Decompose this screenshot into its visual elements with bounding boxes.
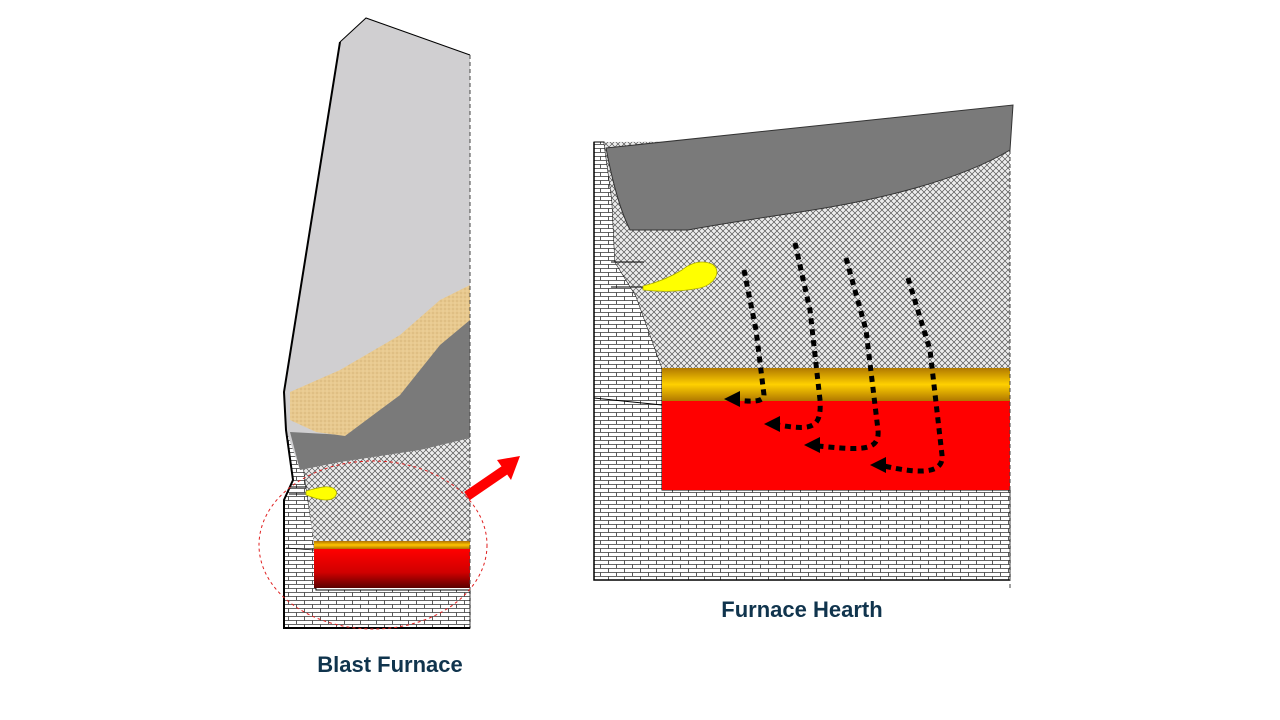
flow-arrow-4: [883, 277, 945, 474]
right-slag-layer: [662, 368, 1010, 401]
furnace-hearth-section: [593, 104, 1014, 590]
left-deadman: [290, 288, 470, 470]
flow-arrows: [735, 242, 945, 474]
flow-arrow-1: [735, 269, 767, 404]
zoom-arrow: [464, 456, 520, 501]
blast-furnace-section: [258, 17, 520, 630]
right-tuyere: [611, 261, 644, 288]
right-raceway: [642, 261, 718, 292]
left-slag-layer: [314, 541, 470, 549]
furnace-hearth-label: Furnace Hearth: [721, 597, 883, 622]
flow-arrow-3: [817, 257, 881, 451]
cohesive-zone: [290, 285, 470, 436]
left-hot-metal: [314, 549, 470, 588]
zoom-region-circle: [258, 460, 488, 630]
flow-arrow-2: [777, 242, 823, 430]
left-tuyere: [289, 486, 307, 495]
right-deadman: [605, 104, 1014, 231]
right-taphole: [593, 397, 663, 406]
left-raceway: [305, 486, 337, 501]
left-shell-outline: [282, 41, 470, 629]
right-shell-outline: [593, 142, 1010, 581]
blast-furnace-label: Blast Furnace: [317, 652, 463, 677]
flow-arrowheads: [724, 391, 886, 473]
right-hot-metal: [662, 401, 1010, 490]
